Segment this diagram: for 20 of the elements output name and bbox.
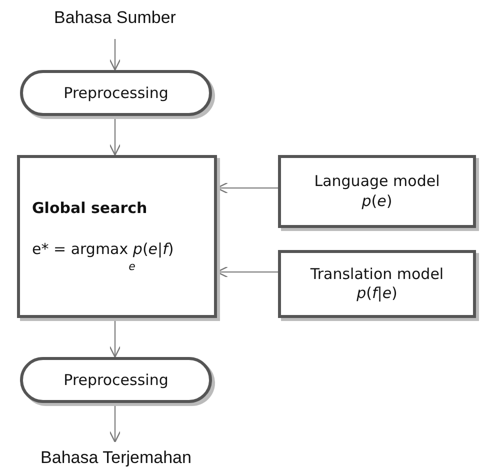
formula: p(e) [362,192,392,211]
box-title: Preprocessing [64,371,168,389]
arrow [109,318,121,358]
formula-subscript: e [128,260,136,274]
box-title: Translation model [310,264,444,284]
source-language-label: Bahasa Sumber [54,8,176,28]
terminator-pill [20,70,212,116]
formula: e* = argmax p(e|f) [32,240,175,260]
arrow [109,403,121,443]
arrow [109,116,121,156]
box-title: Preprocessing [64,84,168,102]
formula: p(f|e) [356,284,398,304]
target-language-label: Bahasa Terjemahan [40,448,192,468]
box-heading: Global search [32,198,148,218]
process-box [278,250,476,318]
process-box [278,155,476,228]
arrow [109,39,121,71]
process-box [17,155,217,318]
terminator-pill [20,357,212,403]
box-title: Language model [314,172,440,192]
